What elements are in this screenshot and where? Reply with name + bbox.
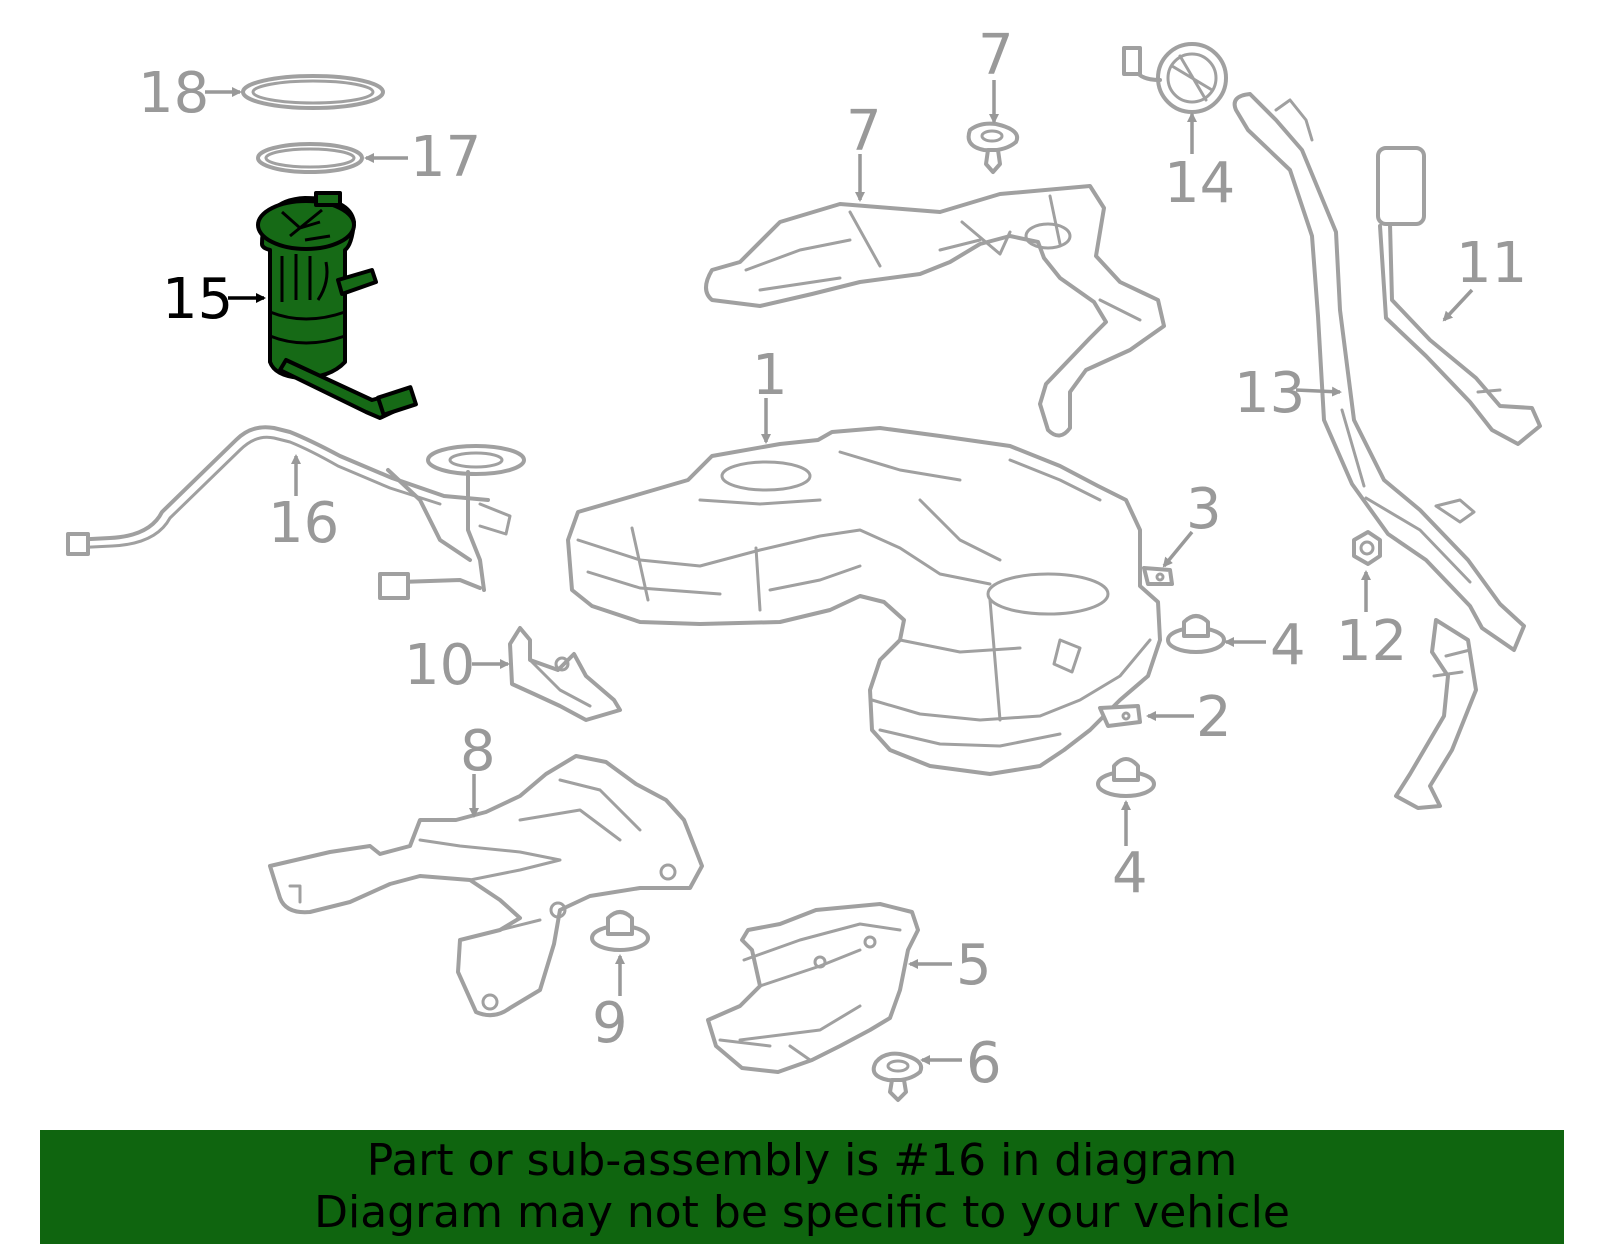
callout-3: 3 (1186, 477, 1222, 542)
part-10-bolt (590, 910, 650, 952)
callout-labels: 18 17 15 16 7 7 14 11 13 1 3 4 2 4 12 10… (138, 23, 1527, 1096)
part-5-tank-shield (706, 902, 920, 1074)
part-17-fuel-line-assembly (66, 425, 526, 600)
leader-12 (1442, 288, 1474, 322)
callout-2: 2 (1196, 685, 1232, 750)
banner-line-2: Diagram may not be specific to your vehi… (314, 1187, 1290, 1238)
callout-10: 9 (592, 991, 628, 1056)
leader-14 (1295, 386, 1342, 397)
callout-19: 18 (138, 61, 209, 126)
part-8-push-pin (966, 121, 1019, 174)
callout-15: 14 (1164, 151, 1235, 216)
callout-12: 11 (1456, 231, 1527, 296)
part-11-bracket (508, 626, 622, 722)
part-16-fuel-pump-module[interactable] (256, 191, 418, 420)
part-9-lower-heat-shield (268, 754, 704, 1018)
part-2-strap (1098, 704, 1142, 728)
callout-11: 10 (404, 633, 475, 698)
part-14-filler-neck (1232, 92, 1526, 810)
callout-4-lower: 4 (1112, 841, 1148, 906)
callout-4-upper: 4 (1270, 613, 1306, 678)
part-1-fuel-tank (566, 426, 1162, 776)
callout-13: 12 (1336, 609, 1407, 674)
leader-lines (205, 80, 1474, 1065)
part-13-nut (1352, 530, 1382, 566)
callout-8: 7 (978, 23, 1014, 88)
part-15-fuel-cap (1122, 42, 1228, 114)
banner-line-1: Part or sub-assembly is #16 in diagram (366, 1135, 1238, 1186)
callout-16: 15 (162, 267, 233, 332)
callout-14: 13 (1234, 361, 1305, 426)
part-3-bracket (1142, 566, 1174, 586)
part-12-vent-tube (1376, 146, 1542, 446)
part-6-push-pin (871, 1051, 923, 1102)
callout-5: 5 (956, 933, 992, 998)
part-4-bolt-lower (1096, 757, 1156, 798)
callout-17: 16 (268, 491, 339, 556)
part-18-seal (256, 142, 364, 174)
leader-3 (1162, 530, 1194, 568)
callout-9: 8 (460, 719, 496, 784)
callout-6: 6 (966, 1031, 1002, 1096)
part-4-bolt-upper (1166, 614, 1226, 654)
parts-diagram: 18 17 15 16 7 7 14 11 13 1 3 4 2 4 12 10… (66, 23, 1542, 1102)
info-banner: Part or sub-assembly is #16 in diagram D… (40, 1130, 1564, 1244)
callout-1: 1 (752, 343, 788, 408)
callout-18: 17 (410, 125, 481, 190)
part-7-heat-shield (704, 184, 1166, 438)
part-19-lock-ring (241, 74, 385, 110)
callout-7: 7 (846, 99, 882, 164)
